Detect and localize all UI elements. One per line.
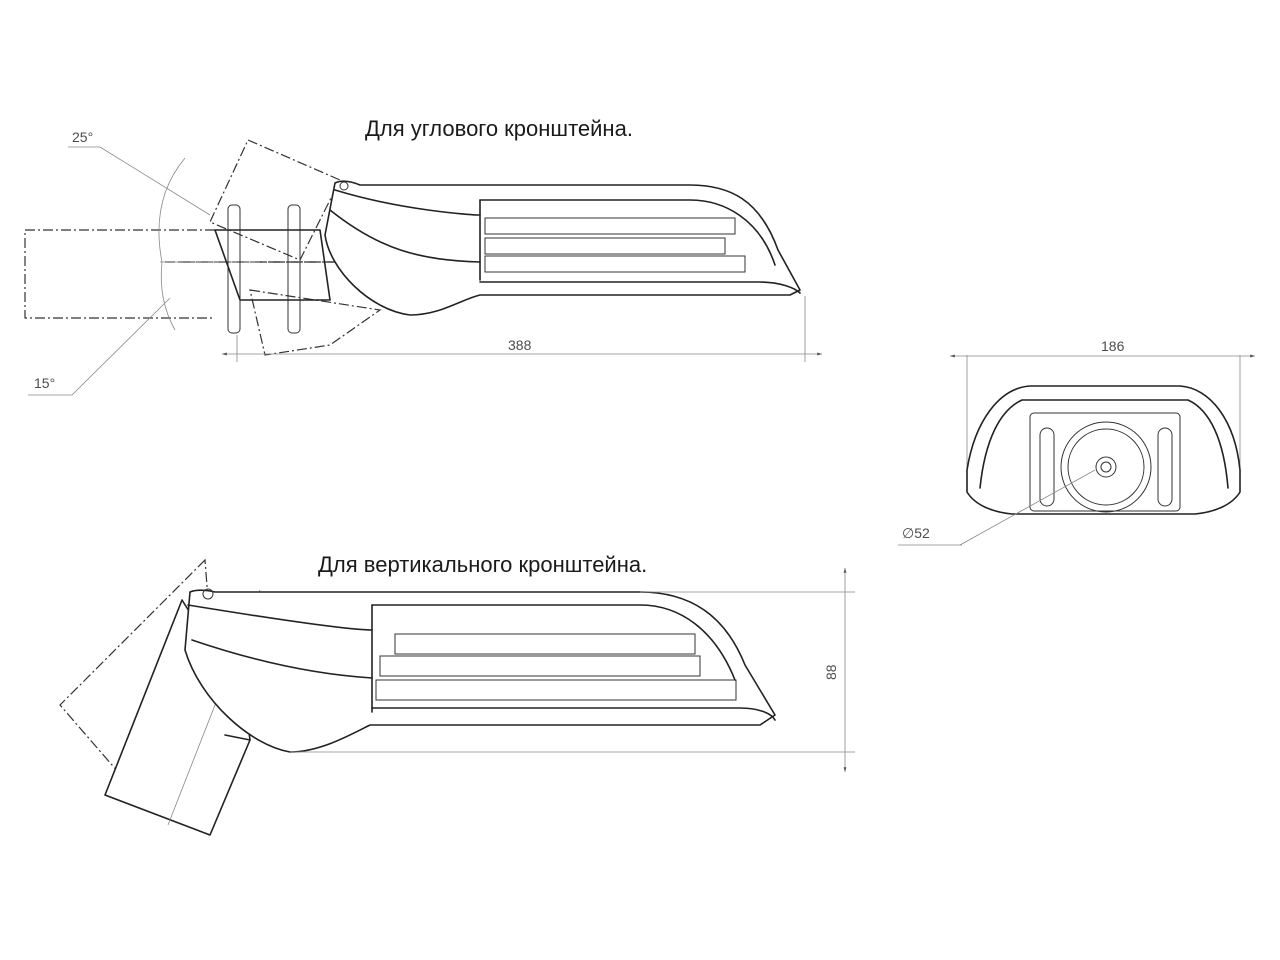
- led-module-v2: [379, 655, 701, 677]
- pipe-outline: [24, 229, 215, 319]
- socket-center: [1095, 456, 1117, 478]
- led-module-1: [484, 217, 736, 235]
- vertical-bracket-view: Для вертикального кронштейна. 88: [59, 552, 855, 836]
- width-label: 186: [1101, 338, 1125, 354]
- height-label: 88: [823, 664, 839, 680]
- vertical-bracket-title: Для вертикального кронштейна.: [318, 552, 647, 577]
- bracket-body: [214, 229, 331, 301]
- mount-plate: [1029, 412, 1181, 512]
- slot-left: [1039, 427, 1055, 507]
- angle-arc-up: [158, 157, 186, 263]
- bracket-bolt-right: [287, 204, 301, 334]
- luminaire-housing-vertical: [184, 589, 776, 753]
- slot-right: [1157, 427, 1173, 507]
- angle-up-label: 25°: [72, 129, 93, 145]
- angle-down-label: 15°: [34, 375, 55, 391]
- front-view: 186 ∅52: [898, 338, 1255, 546]
- cable-gland: [339, 181, 349, 191]
- angle-bracket-title: Для углового кронштейна.: [365, 116, 633, 141]
- angle-bracket-view: Для углового кронштейна. 25° 15°: [24, 116, 822, 396]
- pipe-socket: [1060, 421, 1152, 513]
- diameter-label: ∅52: [902, 525, 930, 541]
- led-module-2: [484, 237, 726, 255]
- front-housing: [966, 385, 1241, 515]
- cable-gland-vertical: [202, 588, 214, 600]
- led-module-v3: [375, 679, 737, 701]
- angle-arc-down: [160, 261, 176, 331]
- length-label: 388: [508, 337, 532, 353]
- led-module-v1: [394, 633, 696, 655]
- bracket-bolt-left: [227, 204, 241, 334]
- alt-position-up: [209, 139, 341, 261]
- led-module-3: [484, 255, 746, 273]
